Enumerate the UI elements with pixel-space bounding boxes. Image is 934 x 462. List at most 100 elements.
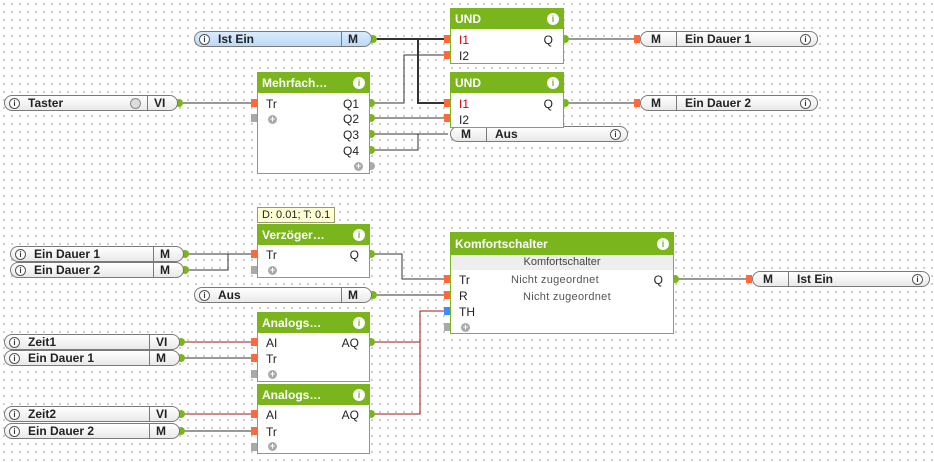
input-zeit2[interactable]: i Zeit2 VI	[4, 406, 180, 422]
block-title[interactable]: Analogs…i	[258, 313, 369, 333]
analog-block-2[interactable]: Analogs…i AI Tr + AQ	[257, 384, 370, 454]
pin-q2: Q2	[342, 112, 359, 126]
pin-i1: I1	[459, 97, 470, 111]
add-input-icon[interactable]: +	[268, 114, 277, 124]
info-icon[interactable]: i	[15, 264, 26, 276]
pin-r: R	[459, 289, 468, 303]
info-icon[interactable]: i	[9, 336, 20, 348]
gear-icon[interactable]	[130, 97, 141, 109]
var-type: M	[341, 32, 371, 46]
block-title[interactable]: Mehrfach…i	[258, 73, 369, 93]
output-ist-ein[interactable]: M Ist Ein i	[752, 271, 930, 287]
var-type: VI	[147, 96, 177, 110]
pin-i1: I1	[459, 33, 470, 47]
info-icon[interactable]: i	[610, 128, 621, 140]
add-input-icon[interactable]: +	[268, 369, 277, 379]
block-title-text: Analogs…	[262, 388, 322, 402]
info-icon[interactable]: i	[547, 13, 559, 25]
add-input-icon[interactable]: +	[268, 441, 277, 451]
var-type: M	[753, 272, 789, 286]
note-not-assigned-1: Nicht zugeordnet	[511, 274, 599, 286]
info-icon[interactable]: i	[912, 273, 923, 285]
input-ein-dauer-2-b[interactable]: i Ein Dauer 2 M	[4, 423, 180, 439]
output-ein-dauer-1[interactable]: M Ein Dauer 1 i	[640, 31, 818, 47]
input-ein-dauer-1-b[interactable]: i Ein Dauer 1 M	[4, 350, 180, 366]
var-type: M	[451, 127, 487, 141]
var-type: M	[641, 96, 677, 110]
var-name: Zeit1	[28, 335, 57, 349]
info-icon[interactable]: i	[9, 425, 20, 437]
info-icon[interactable]: i	[353, 389, 365, 401]
block-title-text: Verzöger…	[262, 228, 325, 242]
var-name: Ein Dauer 2	[685, 96, 752, 110]
var-name: Aus	[218, 288, 241, 302]
add-input-icon[interactable]: +	[268, 265, 277, 275]
pin-q3: Q3	[342, 128, 359, 142]
pin-tr: Tr	[266, 425, 277, 439]
note-not-assigned-2: Nicht zugeordnet	[523, 291, 611, 303]
var-type: M	[153, 247, 183, 261]
var-type: M	[149, 424, 179, 438]
info-icon[interactable]: i	[353, 317, 365, 329]
add-input-icon[interactable]: +	[461, 322, 470, 332]
var-name: Ein Dauer 1	[34, 247, 101, 261]
block-tooltip: D: 0.01; T: 0.1	[257, 207, 336, 223]
info-icon[interactable]: i	[9, 408, 20, 420]
pin-q: Q	[543, 33, 553, 47]
var-name: Ein Dauer 2	[34, 263, 101, 277]
var-name: Zeit2	[28, 407, 57, 421]
info-icon[interactable]: i	[800, 33, 811, 45]
info-icon[interactable]: i	[547, 77, 559, 89]
block-subtitle: Komfortschalter	[451, 255, 673, 270]
info-icon[interactable]: i	[9, 352, 20, 364]
analog-block-1[interactable]: Analogs…i AI Tr + AQ	[257, 312, 370, 382]
info-icon[interactable]: i	[353, 229, 365, 241]
pin-aq: AQ	[341, 408, 359, 422]
input-aus[interactable]: i Aus M	[194, 287, 372, 303]
var-name: Aus	[495, 127, 518, 141]
pin-tr: Tr	[266, 248, 277, 262]
var-type: M	[341, 288, 371, 302]
var-name: Ist Ein	[797, 272, 834, 286]
input-taster[interactable]: i Taster VI	[4, 95, 178, 111]
var-type: VI	[149, 407, 179, 421]
pin-q4: Q4	[342, 144, 359, 158]
input-zeit1[interactable]: i Zeit1 VI	[4, 334, 180, 350]
block-title[interactable]: UND i	[451, 9, 563, 29]
mehrfach-block[interactable]: Mehrfach…i Tr + Q1 Q2 Q3 Q4 +	[257, 72, 370, 174]
pin-ai: AI	[266, 336, 278, 350]
pin-aq: AQ	[341, 336, 359, 350]
info-icon[interactable]: i	[15, 248, 26, 260]
var-name: Ist Ein	[218, 32, 255, 46]
block-title[interactable]: Verzöger… i	[258, 225, 369, 245]
info-icon[interactable]: i	[657, 238, 669, 250]
block-title-text: UND	[455, 12, 481, 26]
info-icon[interactable]: i	[199, 33, 210, 45]
block-title-text: UND	[455, 76, 481, 90]
verzoeger-block[interactable]: Verzöger…i Tr + Q	[257, 224, 370, 278]
output-aus[interactable]: M Aus i	[450, 126, 628, 142]
pin-q1: Q1	[342, 97, 359, 111]
info-icon[interactable]: i	[199, 289, 210, 301]
var-name: Ein Dauer 1	[28, 351, 95, 365]
block-title[interactable]: Analogs… i	[258, 385, 369, 405]
input-ein-dauer-1-a[interactable]: i Ein Dauer 1 M	[10, 246, 184, 262]
block-title[interactable]: UND i	[451, 73, 563, 93]
add-output-icon[interactable]: +	[354, 161, 363, 171]
info-icon[interactable]: i	[9, 97, 20, 109]
var-type: M	[641, 32, 677, 46]
output-ein-dauer-2[interactable]: M Ein Dauer 2 i	[640, 95, 818, 111]
info-icon[interactable]: i	[353, 77, 365, 89]
var-name: Taster	[28, 96, 64, 110]
input-ein-dauer-2-a[interactable]: i Ein Dauer 2 M	[10, 262, 184, 278]
var-name: Ein Dauer 1	[685, 32, 752, 46]
input-ist-ein-top[interactable]: i Ist Ein M	[194, 31, 372, 47]
pin-tr: Tr	[459, 273, 470, 287]
pin-q: Q	[653, 273, 663, 287]
info-icon[interactable]: i	[800, 97, 811, 109]
